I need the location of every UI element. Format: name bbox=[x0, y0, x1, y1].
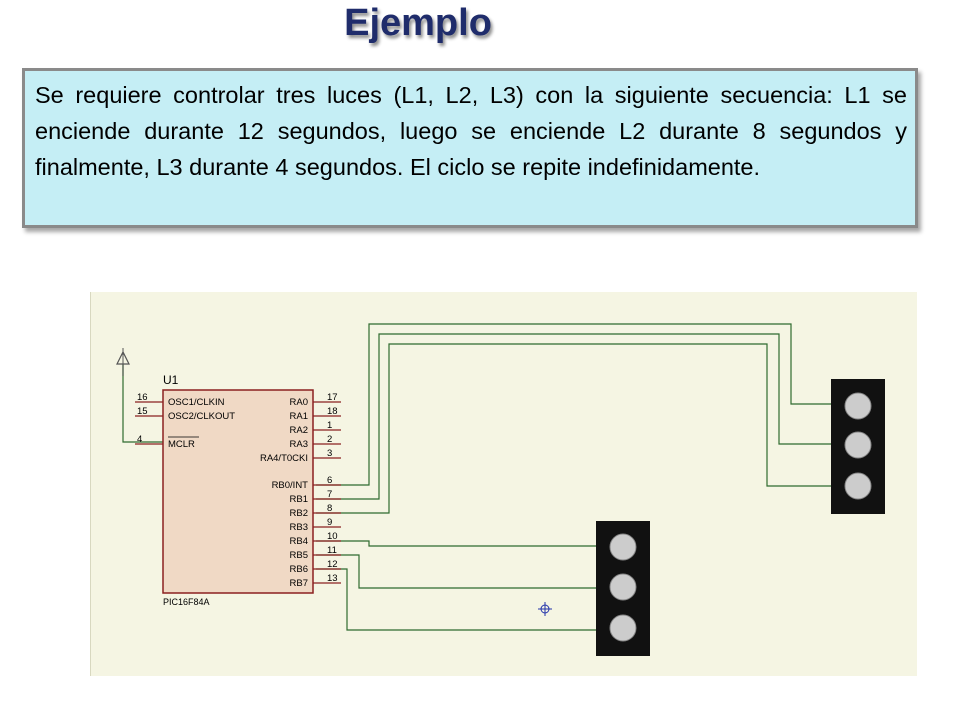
left-pins: 16 OSC1/CLKIN 15 OSC2/CLKOUT 4 MCLR bbox=[135, 392, 235, 450]
pin-number: 1 bbox=[327, 420, 332, 431]
right-pin-11: 11 RB5 bbox=[290, 545, 341, 561]
pin-number: 6 bbox=[327, 475, 332, 486]
pin-number: 9 bbox=[327, 517, 332, 528]
pin-label: RA0 bbox=[290, 397, 308, 408]
pin-number: 18 bbox=[327, 406, 338, 417]
pin-number: 2 bbox=[327, 434, 332, 445]
lamp-l3 bbox=[844, 472, 872, 500]
pin-number: 3 bbox=[327, 448, 332, 459]
pin-label: RB7 bbox=[290, 578, 308, 589]
left-pin-16: 16 OSC1/CLKIN bbox=[135, 392, 225, 408]
problem-statement-text: Se requiere controlar tres luces (L1, L2… bbox=[35, 82, 907, 180]
left-pin-15: 15 OSC2/CLKOUT bbox=[135, 406, 235, 422]
right-pin-7: 7 RB1 bbox=[290, 489, 341, 505]
pin-label: OSC1/CLKIN bbox=[168, 397, 225, 408]
chip-body bbox=[162, 389, 314, 594]
lamp-l1 bbox=[844, 392, 872, 420]
pin-number: 12 bbox=[327, 559, 338, 570]
pin-number: 17 bbox=[327, 392, 338, 403]
lamp-lower-3 bbox=[609, 614, 637, 642]
lamp-lower-1 bbox=[609, 533, 637, 561]
slide-title: Ejemplo bbox=[344, 2, 492, 44]
pin-label: RB2 bbox=[290, 508, 308, 519]
pin-label: RB0/INT bbox=[272, 480, 309, 491]
light-bank-upper bbox=[831, 379, 885, 514]
chip-reference-label: U1 bbox=[163, 373, 179, 387]
pin-number: 13 bbox=[327, 573, 338, 584]
pin-label: RA1 bbox=[290, 411, 308, 422]
right-pin-9: 9 RB3 bbox=[290, 517, 341, 533]
right-pin-2: 2 RA3 bbox=[290, 434, 341, 450]
lamp-l2 bbox=[844, 431, 872, 459]
pin-label: RB5 bbox=[290, 550, 308, 561]
light-bank-lower bbox=[596, 521, 650, 656]
pin-number: 4 bbox=[137, 434, 142, 445]
right-pin-1: 1 RA2 bbox=[290, 420, 341, 436]
pin-label: MCLR bbox=[168, 439, 195, 450]
right-pin-13: 13 RB7 bbox=[290, 573, 341, 589]
right-pin-3: 3 RA4/T0CKI bbox=[260, 448, 341, 464]
pin-label: RA3 bbox=[290, 439, 308, 450]
right-pin-6: 6 RB0/INT bbox=[272, 475, 341, 491]
pin-number: 10 bbox=[327, 531, 338, 542]
pin-label: RB3 bbox=[290, 522, 308, 533]
right-pin-8: 8 RB2 bbox=[290, 503, 341, 519]
pin-number: 8 bbox=[327, 503, 332, 514]
pin-label: OSC2/CLKOUT bbox=[168, 411, 235, 422]
right-pin-17: 17 RA0 bbox=[290, 392, 341, 408]
pin-number: 16 bbox=[137, 392, 148, 403]
right-pin-12: 12 RB6 bbox=[290, 559, 341, 575]
pin-number: 15 bbox=[137, 406, 148, 417]
chip-part-label: PIC16F84A bbox=[163, 597, 210, 607]
left-pin-4: 4 MCLR bbox=[135, 434, 199, 450]
pin-label: RB6 bbox=[290, 564, 308, 575]
pin-number: 11 bbox=[327, 545, 337, 556]
pin-label: RA2 bbox=[290, 425, 308, 436]
right-pins: 17 RA0 18 RA1 1 RA2 2 RA3 3 RA4/T0CKI 6 RB0/INT 7 RB1… bbox=[260, 392, 341, 589]
pin-label: RB4 bbox=[290, 536, 308, 547]
power-terminal bbox=[116, 348, 130, 376]
pin-label: RA4/T0CKI bbox=[260, 453, 308, 464]
right-pin-10: 10 RB4 bbox=[290, 531, 341, 547]
problem-statement-box: Se requiere controlar tres luces (L1, L2… bbox=[22, 68, 918, 228]
pin-number: 7 bbox=[327, 489, 332, 500]
lamp-lower-2 bbox=[609, 573, 637, 601]
pin-label: RB1 bbox=[290, 494, 308, 505]
crosshair-icon bbox=[538, 602, 552, 616]
right-pin-18: 18 RA1 bbox=[290, 406, 341, 422]
